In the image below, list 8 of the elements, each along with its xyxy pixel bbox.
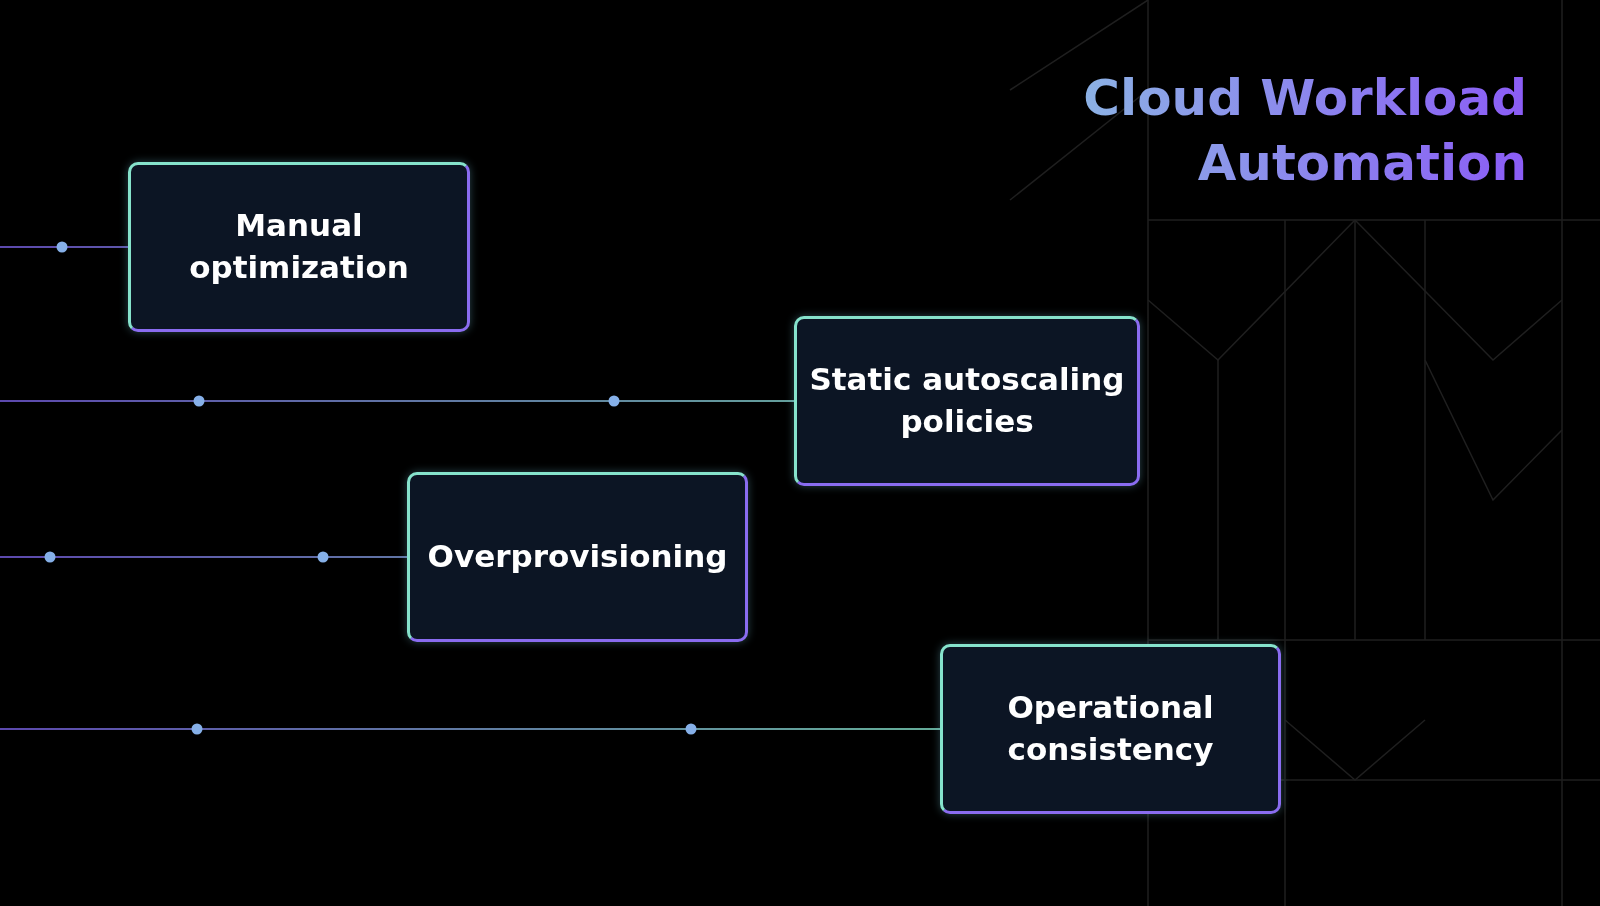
- process-box: [407, 472, 748, 642]
- box-label: Operational consistency: [1006, 688, 1215, 769]
- box-label: Overprovisioning: [427, 537, 728, 577]
- process-box: [128, 162, 470, 332]
- process-box: [794, 316, 1140, 486]
- box-label: Manual optimization: [188, 206, 410, 287]
- process-box: [940, 644, 1281, 814]
- box-label: Static autoscaling policies: [808, 360, 1126, 441]
